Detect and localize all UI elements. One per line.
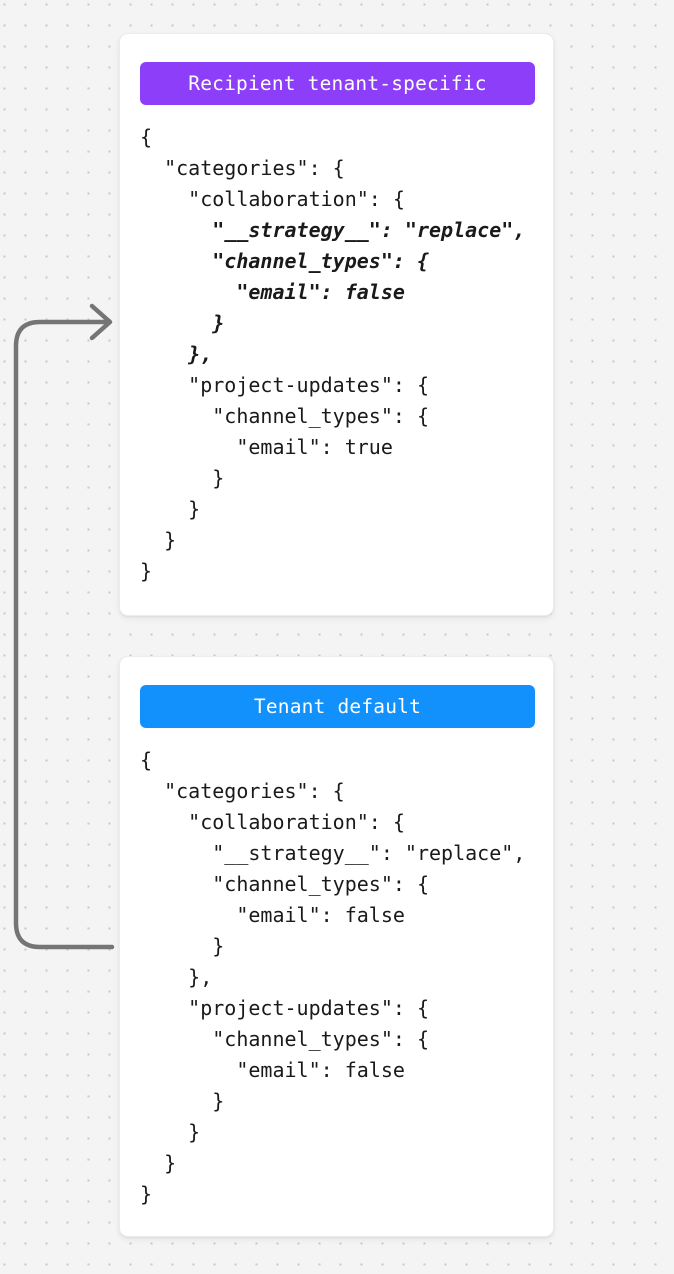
code-line: "collaboration": { (140, 187, 405, 211)
code-line: "channel_types": { (140, 249, 429, 273)
code-line: } (140, 1120, 201, 1144)
code-line: "collaboration": { (140, 810, 405, 834)
code-line: } (140, 559, 153, 583)
code-block-recipient-tenant-specific: { "categories": { "collaboration": { "__… (140, 122, 539, 587)
code-line: } (140, 1182, 153, 1206)
card-header-recipient-tenant-specific: Recipient tenant-specific (140, 62, 535, 105)
card-tenant-default: Tenant default { "categories": { "collab… (119, 656, 554, 1237)
code-line: "email": false (140, 1058, 405, 1082)
code-line: "channel_types": { (140, 1027, 429, 1051)
code-line: "__strategy__": "replace", (140, 218, 526, 242)
code-line: "categories": { (140, 779, 345, 803)
code-line: } (140, 497, 201, 521)
code-line: } (140, 528, 177, 552)
code-line: "email": false (140, 903, 405, 927)
arrow-path (13, 319, 115, 950)
code-line: "project-updates": { (140, 373, 429, 397)
code-line: "categories": { (140, 156, 345, 180)
code-block-tenant-default: { "categories": { "collaboration": { "__… (140, 745, 539, 1210)
code-line: "channel_types": { (140, 872, 429, 896)
code-line: "channel_types": { (140, 404, 429, 428)
card-recipient-tenant-specific: Recipient tenant-specific { "categories"… (119, 33, 554, 616)
code-line: }, (140, 342, 213, 366)
code-line: } (140, 311, 225, 335)
code-line: } (140, 466, 225, 490)
code-line: "email": false (140, 280, 405, 304)
code-line: } (140, 1089, 225, 1113)
fallback-flow-arrow (13, 303, 115, 950)
code-line: { (140, 748, 153, 772)
card-header-tenant-default: Tenant default (140, 685, 535, 728)
code-line: { (140, 125, 153, 149)
arrow-head-icon (89, 303, 113, 341)
code-line: } (140, 934, 225, 958)
code-line: "__strategy__": "replace", (140, 841, 526, 865)
code-line: } (140, 1151, 177, 1175)
code-line: }, (140, 965, 213, 989)
code-line: "email": true (140, 435, 393, 459)
code-line: "project-updates": { (140, 996, 429, 1020)
